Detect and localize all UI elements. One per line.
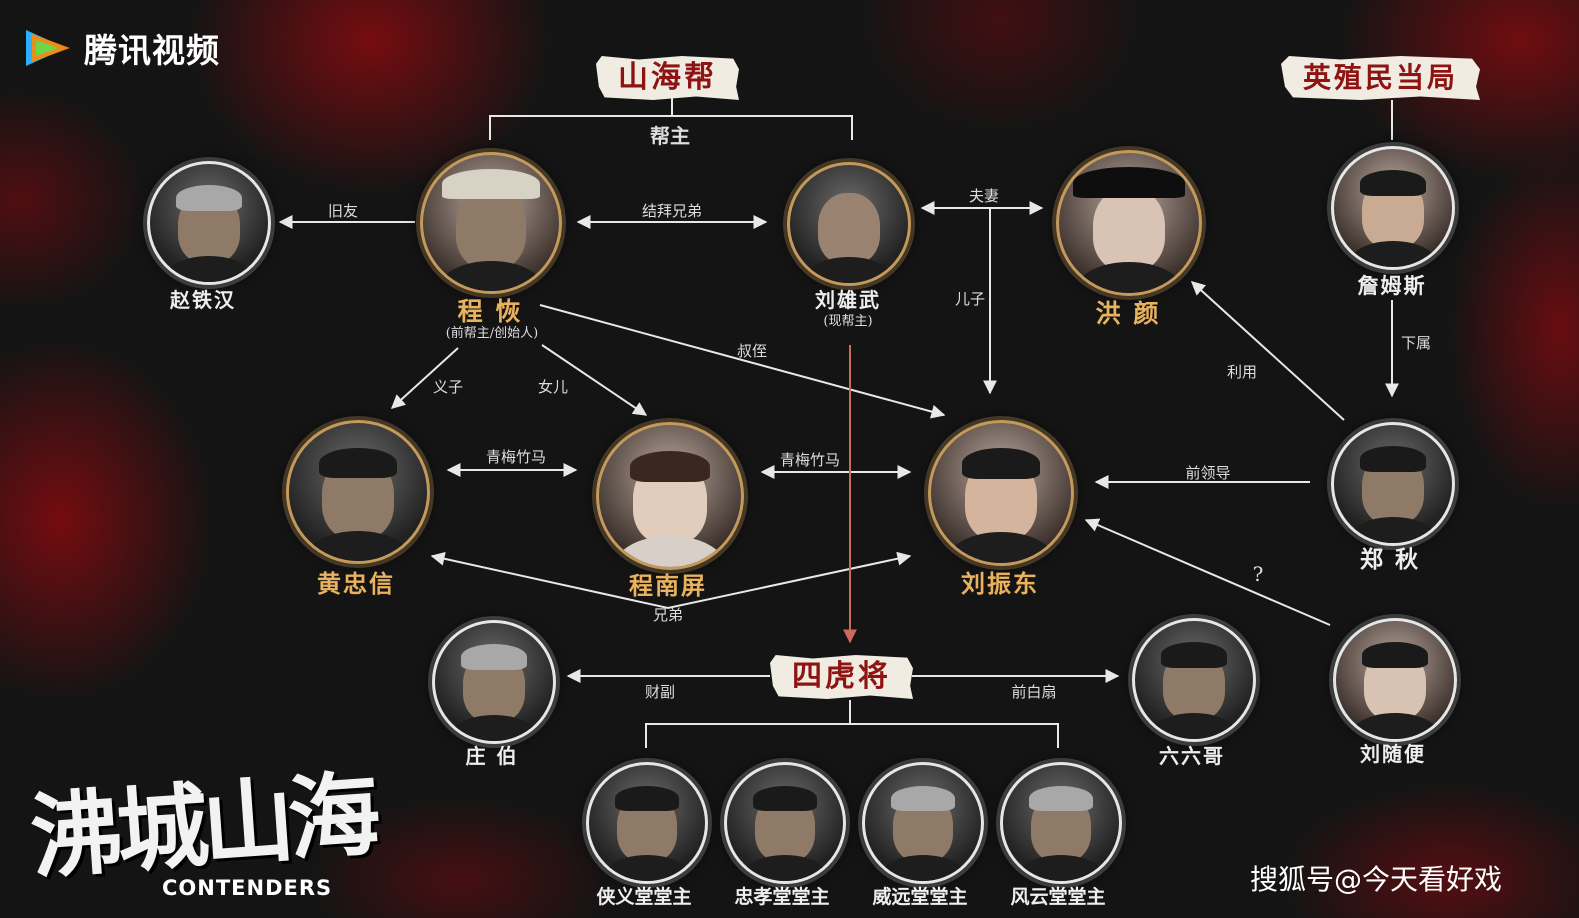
avatar-zhongxiao-hall: [724, 762, 846, 884]
avatar-zhuang-bo: [432, 620, 556, 744]
line-nver: [541, 344, 648, 416]
rel-label-jiebai: 结拜兄弟: [641, 202, 703, 220]
rel-label-shuzhi: 叔侄: [736, 342, 768, 360]
portrait-body: [947, 532, 1055, 563]
drama-title-english: CONTENDERS: [162, 876, 333, 900]
rel-label-bangzhu: 帮主: [650, 124, 690, 148]
note-cheng-hui: (前帮主/创始人): [445, 326, 539, 341]
name-huang-zhongxin: 黄忠信: [317, 569, 395, 598]
portrait-body: [878, 855, 968, 881]
rel-label-fuqi: 夫妻: [968, 187, 1000, 205]
portrait-hair: [1359, 170, 1427, 197]
portrait-hair: [1028, 785, 1094, 812]
name-liu-xiongwu: 刘雄武: [815, 288, 881, 312]
avatar-liu-suibian: [1333, 618, 1457, 742]
name-zhao-tiehan: 赵铁汉: [170, 288, 236, 312]
line-yizi: [390, 347, 459, 409]
portrait-hair: [961, 448, 1041, 479]
name-zheng-qiu: 郑 秋: [1359, 546, 1421, 573]
rel-label-nver: 女儿: [537, 378, 569, 396]
rel-label-qingmei2: 青梅竹马: [779, 451, 841, 469]
line-liyong: [1190, 281, 1345, 421]
portrait-body: [616, 535, 724, 567]
portrait-hair: [630, 450, 710, 482]
drama-title-calligraphy: 沸城山海: [27, 760, 378, 892]
portrait-body: [1075, 262, 1183, 293]
avatar-zhao-tiehan: [147, 161, 271, 285]
group-shanhai-banner: 山海帮: [596, 56, 739, 100]
rel-label-qianlingdao: 前领导: [1185, 464, 1231, 482]
line-question: [1084, 518, 1331, 626]
portrait-body: [164, 256, 254, 282]
name-fengyun-hall: 风云堂堂主: [1010, 886, 1106, 908]
rel-label-qianbaishan: 前白扇: [1011, 683, 1057, 701]
avatar-liu-xiongwu: [787, 162, 911, 286]
avatar-weiyuan-hall: [862, 762, 984, 884]
avatar-fengyun-hall: [1000, 762, 1122, 884]
tencent-video-logo: 腾讯视频: [22, 24, 220, 72]
portrait-face: [818, 193, 880, 265]
name-zhuang-bo: 庄 伯: [465, 744, 519, 768]
portrait-body: [740, 855, 830, 881]
avatar-hong-yan: [1056, 150, 1202, 296]
name-cheng-nanping: 程南屏: [629, 571, 707, 600]
portrait-face: [1092, 186, 1166, 271]
name-weiyuan-hall: 威远堂堂主: [872, 886, 968, 908]
portrait-hair: [890, 785, 956, 812]
portrait-hair: [752, 785, 818, 812]
rel-label-qingmei1: 青梅竹马: [485, 448, 547, 466]
portrait-body: [439, 261, 543, 291]
logo-text: 腾讯视频: [84, 31, 220, 70]
rel-label-jiuyou: 旧友: [327, 202, 359, 220]
portrait-hat: [1073, 167, 1185, 198]
tencent-video-play-icon: [26, 30, 70, 66]
avatar-xiayi-hall: [586, 762, 708, 884]
line-halls: [645, 723, 1059, 748]
portrait-hat: [442, 168, 540, 199]
portrait-body: [1348, 241, 1438, 267]
name-liu-zhendong: 刘振东: [961, 569, 1039, 598]
portrait-face: [455, 187, 527, 270]
avatar-huang-zhongxin: [286, 420, 430, 564]
avatar-liuliu-ge: [1132, 618, 1256, 742]
portrait-hair: [1361, 642, 1429, 669]
rel-label-erzi: 儿子: [954, 290, 986, 308]
group-colonial-banner: 英殖民当局: [1281, 56, 1481, 100]
name-hong-yan: 洪 颜: [1095, 299, 1161, 328]
portrait-hair: [614, 785, 680, 812]
portrait-body: [305, 530, 411, 561]
sohu-watermark: 搜狐号@今天看好戏: [1250, 863, 1503, 896]
portrait-body: [602, 855, 692, 881]
rel-label-question: ?: [1252, 562, 1264, 586]
portrait-body: [1149, 713, 1239, 739]
avatar-cheng-hui: [420, 152, 562, 294]
name-liuliu-ge: 六六哥: [1159, 744, 1225, 768]
portrait-hair: [460, 644, 528, 671]
portrait-hair: [319, 447, 397, 479]
name-liu-suibian: 刘随便: [1360, 742, 1426, 766]
name-cheng-hui: 程 恢: [457, 297, 523, 326]
name-zhan-musi: 詹姆斯: [1357, 273, 1427, 298]
portrait-hair: [175, 185, 243, 212]
rel-label-xiongdi: 兄弟: [652, 606, 684, 624]
avatar-cheng-nanping: [596, 422, 744, 570]
avatar-liu-zhendong: [928, 420, 1074, 566]
line-xiongdi: [430, 551, 912, 610]
name-xiayi-hall: 侠义堂堂主: [596, 886, 692, 908]
avatar-zheng-qiu: [1331, 422, 1455, 546]
rel-label-liyong: 利用: [1226, 363, 1258, 381]
portrait-hair: [1359, 446, 1427, 473]
group-sihu-banner: 四虎将: [770, 655, 913, 699]
rel-label-xiashu: 下属: [1400, 334, 1432, 352]
portrait-body: [1016, 855, 1106, 881]
portrait-body: [804, 257, 894, 283]
portrait-hair: [1160, 642, 1228, 669]
name-zhongxiao-hall: 忠孝堂堂主: [734, 886, 830, 908]
rel-label-caifu: 财副: [644, 683, 676, 701]
rel-label-yizi: 义子: [432, 378, 464, 396]
line-shuzhi: [539, 304, 946, 419]
avatar-zhan-musi: [1331, 146, 1455, 270]
note-liu-xiongwu: (现帮主): [823, 314, 873, 329]
